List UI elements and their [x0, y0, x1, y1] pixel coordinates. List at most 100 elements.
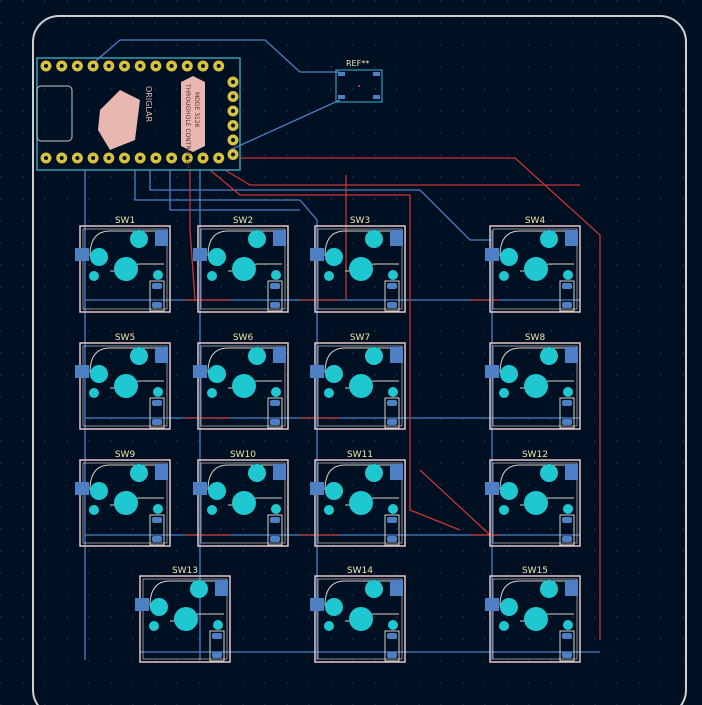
switch-footprint[interactable]: SW7 — [310, 333, 406, 430]
pin-hole — [91, 64, 96, 68]
switch-footprint[interactable]: SW1 — [75, 216, 171, 313]
hole — [500, 365, 518, 383]
switch-footprint[interactable]: SW14 — [310, 566, 406, 663]
diode-pad — [387, 419, 397, 425]
hole — [524, 491, 548, 515]
pad-1 — [310, 248, 324, 261]
diode-pad — [387, 536, 397, 542]
pad-2 — [390, 580, 403, 596]
switch-footprint[interactable]: SW3 — [310, 216, 406, 313]
pin-hole — [122, 156, 127, 160]
microcontroller-footprint[interactable]: ORIGLAR THROUGHOLE CONTROLLER MODE 3126 — [36, 57, 241, 171]
pad-1 — [135, 598, 149, 611]
silk-outline — [492, 228, 578, 310]
switch-footprint[interactable]: SW11 — [310, 450, 406, 547]
pin-hole — [75, 156, 80, 160]
pad-1 — [75, 482, 89, 495]
hole — [174, 607, 198, 631]
courtyard — [79, 459, 171, 547]
switch-label: SW2 — [233, 216, 253, 226]
diode-pad — [152, 302, 162, 308]
diode-outline — [559, 514, 575, 546]
hole — [365, 347, 383, 365]
hole — [524, 374, 548, 398]
switch-footprint[interactable]: SW8 — [485, 333, 581, 430]
switch-footprint[interactable]: SW6 — [193, 333, 289, 430]
pad-2 — [390, 464, 403, 480]
hole — [153, 270, 163, 280]
hole — [114, 257, 138, 281]
hole — [324, 505, 334, 515]
hole — [324, 621, 334, 631]
hole — [500, 248, 518, 266]
switch-footprint[interactable]: SW2 — [193, 216, 289, 313]
switch-footprint[interactable]: SW10 — [193, 450, 289, 547]
hole — [324, 388, 334, 398]
hole — [563, 504, 573, 514]
module-text: THROUGHOLE CONTROLLER — [184, 83, 191, 169]
board-outline — [32, 15, 687, 705]
hole — [153, 504, 163, 514]
diode-pad — [562, 302, 572, 308]
switch-footprint[interactable]: SW4 — [485, 216, 581, 313]
hole — [540, 464, 558, 482]
diode-outline — [559, 630, 575, 662]
pad-2 — [273, 230, 286, 246]
switch-footprint[interactable]: SW13 — [135, 566, 231, 663]
pin-hole — [231, 152, 235, 157]
hole — [207, 388, 217, 398]
silk-outline — [492, 345, 578, 427]
hole — [325, 248, 343, 266]
hole — [365, 464, 383, 482]
switch-footprint[interactable]: SW15 — [485, 566, 581, 663]
switch-label: SW12 — [522, 450, 548, 460]
diode-pad — [387, 517, 397, 523]
switch-footprint[interactable]: SW5 — [75, 333, 171, 430]
diode-pad — [270, 517, 280, 523]
reset-button-footprint[interactable]: REF** — [335, 59, 383, 103]
silk-outline — [200, 462, 286, 544]
diode-pad — [562, 633, 572, 639]
diode-outline — [559, 397, 575, 429]
hole — [207, 505, 217, 515]
pin-hole — [216, 156, 221, 160]
hole — [149, 621, 159, 631]
pin-hole — [75, 64, 80, 68]
pad-2 — [155, 230, 168, 246]
pad-2 — [273, 347, 286, 363]
pin-hole — [231, 94, 235, 99]
pin-hole — [201, 64, 205, 68]
pad-1 — [485, 598, 499, 611]
pin-hole — [201, 156, 205, 160]
diode-pad — [152, 536, 162, 542]
hole — [130, 347, 148, 365]
hole — [207, 271, 217, 281]
pin-pads — [40, 60, 239, 164]
hole — [232, 374, 256, 398]
diode-pad — [152, 517, 162, 523]
pin-hole — [231, 123, 235, 128]
courtyard — [314, 225, 406, 313]
diode-pad — [270, 419, 280, 425]
hole — [540, 580, 558, 598]
diode-pad — [562, 419, 572, 425]
pin-hole — [106, 156, 111, 160]
usb-outline — [36, 85, 73, 142]
diode-pad — [387, 283, 397, 289]
courtyard — [79, 342, 171, 430]
silk-outline — [317, 462, 403, 544]
switch-label: SW3 — [350, 216, 370, 226]
switch-label: SW10 — [230, 450, 256, 460]
switch-footprint[interactable]: SW12 — [485, 450, 581, 547]
switch-label: SW15 — [522, 566, 548, 576]
diode-pad — [152, 419, 162, 425]
hole — [325, 365, 343, 383]
hole — [365, 580, 383, 598]
hole — [248, 347, 266, 365]
pin-hole — [153, 64, 158, 68]
switch-footprint[interactable]: SW9 — [75, 450, 171, 547]
diode-pad — [270, 302, 280, 308]
diode-outline — [149, 280, 165, 312]
pin-hole — [138, 156, 143, 160]
